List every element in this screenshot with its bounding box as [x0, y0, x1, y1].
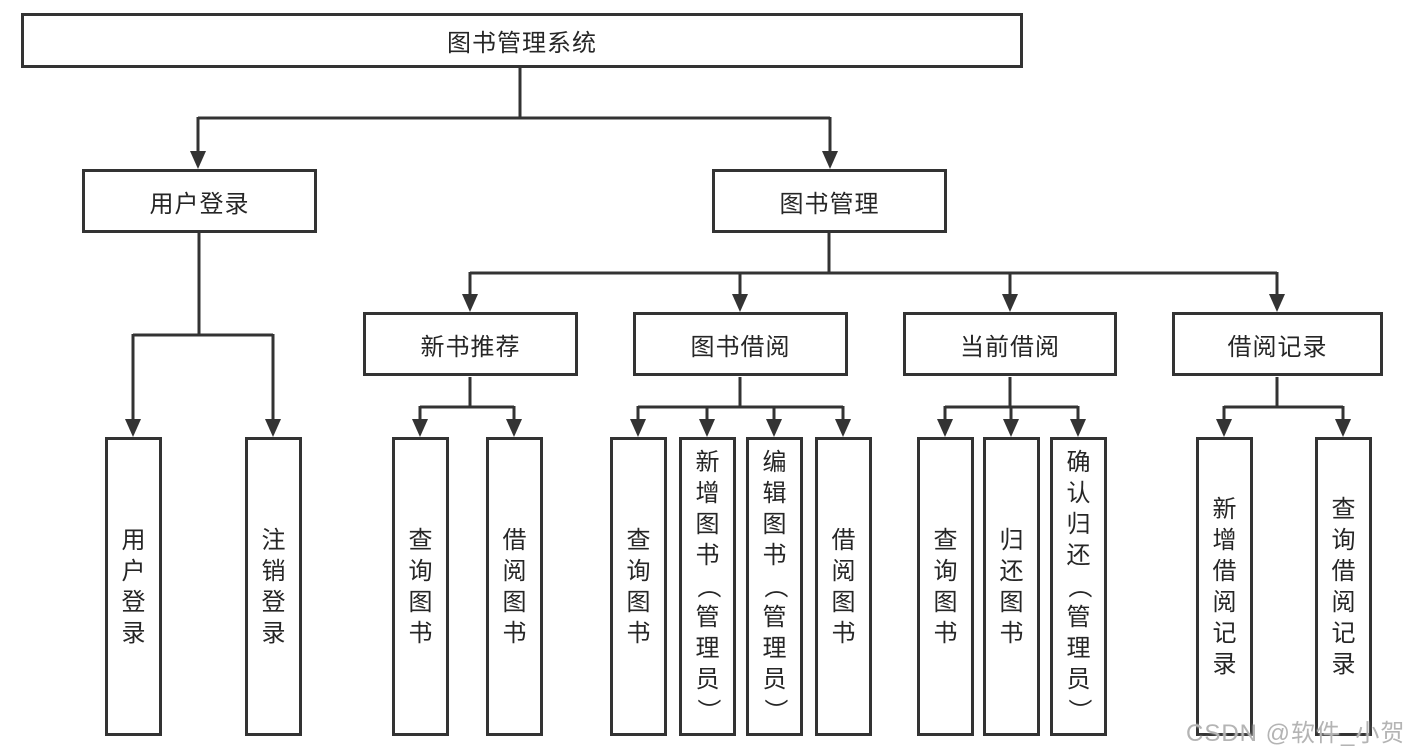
node-borrow-edit-books-admin: 编辑图书（管理员）: [746, 437, 803, 736]
node-borrow-edit-books-admin-label: 编辑图书（管理员）: [761, 449, 788, 723]
node-borrowing-records-label: 借阅记录: [1227, 333, 1328, 361]
node-logout-label: 注销登录: [261, 526, 286, 647]
connector-segments: [131, 68, 1345, 421]
node-logout: 注销登录: [245, 437, 302, 736]
node-borrow-add-books-admin-label: 新增图书（管理员）: [694, 449, 721, 723]
node-recommend-borrow-books-label: 借阅图书: [502, 526, 527, 647]
node-current-borrowing-label: 当前借阅: [960, 333, 1060, 361]
node-records-query-record: 查询借阅记录: [1315, 437, 1372, 736]
node-book-borrowing-label: 图书借阅: [690, 333, 791, 361]
node-records-add-record-label: 新增借阅记录: [1212, 495, 1237, 678]
watermark: CSDN @软件_小贺同学: [1186, 720, 1405, 747]
node-borrow-add-books-admin: 新增图书（管理员）: [679, 437, 736, 736]
node-book-borrowing: 图书借阅: [633, 312, 848, 376]
node-current-borrowing: 当前借阅: [903, 312, 1117, 376]
node-login-label: 用户登录: [121, 526, 146, 647]
node-recommend-query-books: 查询图书: [392, 437, 449, 736]
node-current-query-books: 查询图书: [917, 437, 974, 736]
node-current-return-books: 归还图书: [983, 437, 1040, 736]
node-borrowing-records: 借阅记录: [1172, 312, 1383, 376]
node-borrow-query-books-label: 查询图书: [626, 526, 651, 647]
node-recommend-query-books-label: 查询图书: [408, 526, 433, 647]
node-library-system-label: 图书管理系统: [447, 30, 597, 57]
node-records-add-record: 新增借阅记录: [1196, 437, 1253, 736]
node-records-query-record-label: 查询借阅记录: [1331, 495, 1356, 678]
arrowheads: [125, 151, 1351, 437]
node-current-return-books-label: 归还图书: [999, 526, 1024, 647]
node-borrow-query-books: 查询图书: [610, 437, 667, 736]
node-user-login: 用户登录: [82, 169, 317, 233]
node-user-login-label: 用户登录: [149, 190, 250, 218]
node-new-book-recommendation-label: 新书推荐: [420, 333, 521, 361]
node-borrow-borrow-books-label: 借阅图书: [831, 526, 856, 647]
node-book-management: 图书管理: [712, 169, 947, 233]
node-current-confirm-return-admin-label: 确认归还（管理员）: [1065, 449, 1092, 723]
node-borrow-borrow-books: 借阅图书: [815, 437, 872, 736]
node-new-book-recommendation: 新书推荐: [363, 312, 578, 376]
node-current-confirm-return-admin: 确认归还（管理员）: [1050, 437, 1107, 736]
node-library-system: 图书管理系统: [21, 13, 1023, 68]
node-login: 用户登录: [105, 437, 162, 736]
node-recommend-borrow-books: 借阅图书: [486, 437, 543, 736]
node-current-query-books-label: 查询图书: [933, 526, 958, 647]
node-book-management-label: 图书管理: [779, 190, 880, 218]
